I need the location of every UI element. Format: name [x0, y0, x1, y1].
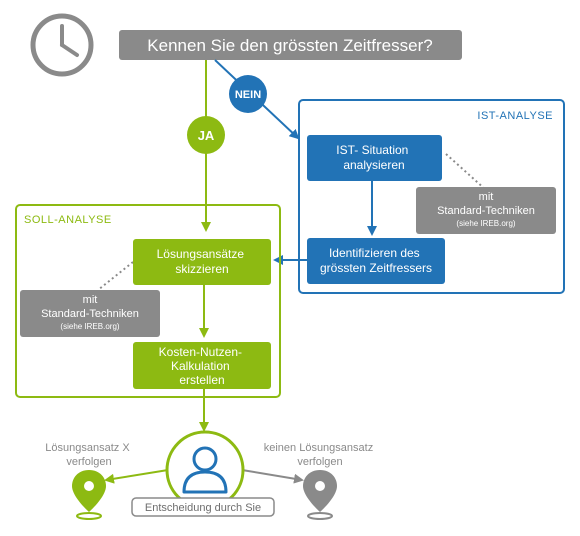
to-right-pin-connector: [241, 469, 304, 484]
ist-note-line-3: (siehe IREB.org): [456, 219, 515, 228]
soll-cost-box: Kosten-Nutzen- Kalkulation erstellen: [133, 342, 271, 389]
svg-text:Kosten-Nutzen- Kalkulati: Kosten-Nutzen- Kalkulation erstellen: [159, 345, 246, 387]
right-outcome-line-2: verfolgen: [297, 456, 342, 468]
ist-title: IST-ANALYSE: [477, 110, 553, 122]
right-outcome-line-1: keinen Lösungsansatz: [264, 442, 373, 454]
decision-label: Entscheidung durch Sie: [145, 502, 261, 514]
question-text: Kennen Sie den grössten Zeitfresser?: [147, 36, 432, 55]
no-label: NEIN: [235, 89, 261, 101]
soll-sketch-line-2: skizzieren: [175, 262, 228, 276]
left-outcome-line-1: Lösungsansatz X: [45, 442, 130, 454]
ist-note-line-2: Standard-Techniken: [437, 205, 535, 217]
location-pin-icon: [72, 470, 106, 520]
ist-identify-line-2: grössten Zeitfressers: [320, 261, 432, 275]
ist-note-connector: [445, 153, 487, 191]
soll-note-line-2: Standard-Techniken: [41, 308, 139, 320]
clock-icon: [30, 13, 94, 77]
ist-analysis-frame: IST-ANALYSE: [298, 99, 565, 294]
left-outcome-line-2: verfolgen: [66, 456, 111, 468]
location-pin-icon: [303, 470, 337, 520]
soll-sketch-box: Lösungsansätze skizzieren: [133, 239, 271, 285]
soll-note-connector: [97, 261, 134, 291]
connectors: [97, 59, 487, 484]
svg-text:Lösungsansätze skizziere: Lösungsansätze skizzieren: [157, 247, 248, 276]
no-badge: NEIN: [229, 75, 267, 113]
question-box: Kennen Sie den grössten Zeitfresser?: [119, 30, 462, 60]
soll-note-line-3: (siehe IREB.org): [60, 322, 119, 331]
soll-note-line-1: mit: [83, 294, 98, 306]
soll-note-box: mit Standard-Techniken (siehe IREB.org): [20, 290, 160, 337]
ist-situation-line-1: IST- Situation: [336, 143, 408, 157]
ist-identify-line-1: Identifizieren des: [329, 246, 420, 260]
ist-note-box: mit Standard-Techniken (siehe IREB.org): [416, 187, 556, 234]
left-outcome-text: Lösungsansatz X verfolgen: [45, 442, 132, 468]
yes-badge: JA: [187, 116, 225, 154]
ist-identify-box: Identifizieren des grössten Zeitfressers: [307, 238, 445, 284]
yes-label: JA: [198, 128, 215, 143]
soll-sketch-line-1: Lösungsansätze: [157, 247, 245, 261]
soll-analysis-frame: SOLL-ANALYSE: [15, 204, 281, 398]
ist-situation-line-2: analysieren: [343, 158, 404, 172]
soll-cost-line-3: erstellen: [179, 373, 224, 387]
to-left-pin-connector: [104, 469, 169, 484]
soll-title: SOLL-ANALYSE: [24, 214, 112, 226]
decision-label-box: Entscheidung durch Sie: [131, 497, 275, 517]
soll-cost-line-1: Kosten-Nutzen-: [159, 345, 242, 359]
svg-text:IST- Situation analysier: IST- Situation analysieren: [336, 143, 411, 172]
soll-cost-line-2: Kalkulation: [171, 359, 230, 373]
right-outcome-text: keinen Lösungsansatz verfolgen: [264, 442, 377, 468]
person-icon: [165, 430, 245, 510]
ist-situation-box: IST- Situation analysieren: [307, 135, 442, 181]
ist-note-line-1: mit: [479, 191, 494, 203]
svg-text:Identifizieren des gröss: Identifizieren des grössten Zeitfressers: [320, 246, 432, 275]
